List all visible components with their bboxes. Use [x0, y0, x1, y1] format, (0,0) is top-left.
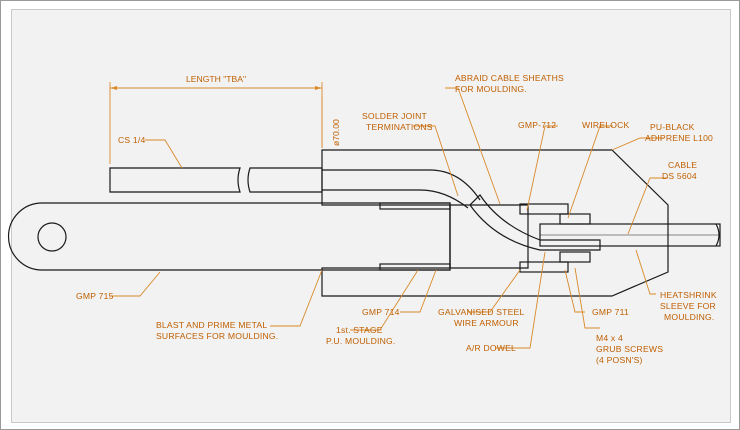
- plates: [379, 202, 591, 273]
- label-cable-1: CABLE: [668, 160, 697, 170]
- length-label: LENGTH "TBA": [186, 74, 246, 84]
- shaft-eye-hole: [37, 222, 67, 252]
- label-cable-2: DS 5604: [662, 171, 697, 181]
- inner-cavity: [449, 194, 601, 269]
- cs-cable: [109, 167, 481, 209]
- label-dowel: A/R DOWEL: [466, 343, 516, 353]
- label-galv-2: WIRE ARMOUR: [454, 318, 519, 328]
- label-abraid-1: ABRAID CABLE SHEATHS: [455, 73, 564, 83]
- diameter-label: ø70.00: [331, 119, 341, 146]
- label-blast-2: SURFACES FOR MOULDING.: [156, 331, 278, 341]
- label-gmp711: GMP 711: [592, 307, 629, 317]
- leader-lines: [110, 87, 668, 349]
- label-heat-1: HEATSHRINK: [660, 290, 717, 300]
- moulded-body: [321, 149, 669, 297]
- shaft-gmp-715: [7, 202, 451, 271]
- label-wirelock: WIRELOCK: [582, 120, 630, 130]
- label-m4-3: (4 POSN'S): [596, 355, 643, 365]
- label-cs: CS 1/4: [118, 135, 145, 145]
- label-gmp714: GMP 714: [362, 307, 400, 317]
- label-heat-3: MOULDING.: [664, 312, 715, 322]
- label-solder-1: SOLDER JOINT: [362, 111, 428, 121]
- label-pu-2: ADIPRENE L100: [645, 133, 713, 143]
- label-stage-2: P.U. MOULDING.: [326, 336, 396, 346]
- label-blast-1: BLAST AND PRIME METAL: [156, 320, 267, 330]
- cable-ds5604: [539, 223, 721, 247]
- label-solder-2: TERMINATIONS: [366, 122, 433, 132]
- label-abraid-2: FOR MOULDING.: [455, 84, 527, 94]
- label-heat-2: SLEEVE FOR: [660, 301, 716, 311]
- label-gmp715: GMP 715: [76, 291, 114, 301]
- drawing-panel: [11, 9, 731, 423]
- label-stage-1: 1st. STAGE: [336, 325, 383, 335]
- label-m4-1: M4 x 4: [596, 333, 623, 343]
- label-galv-1: GALVANISED STEEL: [438, 307, 524, 317]
- label-gmp712: GMP-712: [518, 120, 556, 130]
- label-pu-1: PU-BLACK: [650, 122, 695, 132]
- length-dimension: [109, 82, 323, 164]
- label-m4-2: GRUB SCREWS: [596, 344, 663, 354]
